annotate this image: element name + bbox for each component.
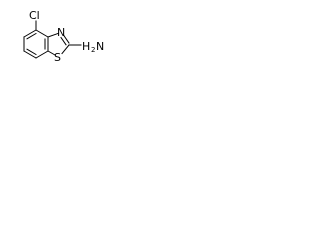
ring-nitrogen-label: N: [57, 26, 65, 39]
bond-c7-c7a: [35, 50, 49, 59]
bond-c4-c5: [23, 29, 37, 38]
bond-s1-c7a: [47, 50, 56, 56]
amine-hydrogen-label: H: [82, 40, 90, 53]
bond-n3-c2: [62, 34, 70, 44]
benzothiazole-structure: Cl N S H N 2: [23, 9, 104, 64]
bond-c3a-n3: [47, 32, 59, 38]
amine-hydrogen-count-label: 2: [91, 46, 95, 54]
double-bond-n3-c2: [60, 36, 67, 46]
chlorine-label: Cl: [29, 9, 40, 22]
amine-nitrogen-label: N: [96, 40, 104, 53]
structure-canvas: Cl N S H N 2: [0, 0, 113, 83]
double-bond-c4-c5: [26, 32, 37, 40]
sulfur-label: S: [54, 51, 61, 64]
double-bond-c6-c7: [26, 48, 37, 56]
bond-c2-s1: [61, 44, 70, 55]
bond-c3a-c4: [35, 29, 49, 38]
bond-c6-c7: [23, 50, 37, 59]
